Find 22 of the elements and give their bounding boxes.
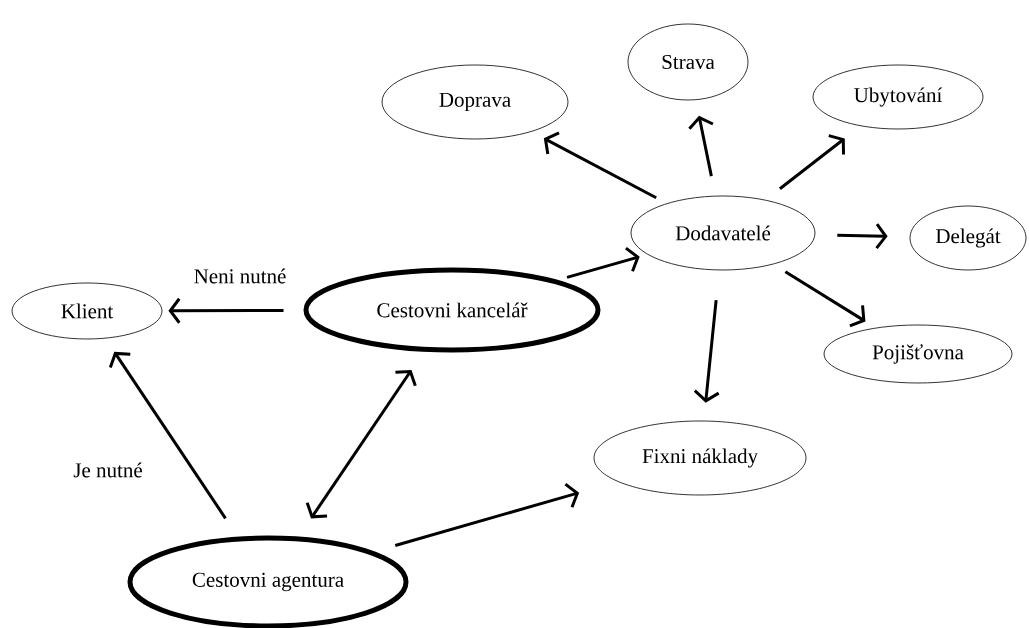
arrow [168, 297, 284, 324]
arrow [394, 482, 580, 547]
edge-label: Neni nutné [192, 267, 288, 285]
arrow [784, 270, 866, 328]
ellipse-node: Ubytování [812, 64, 984, 130]
arrow [543, 131, 657, 200]
ellipse-node: Strava [627, 23, 749, 101]
ellipse-node: Fixni náklady [593, 420, 807, 496]
ellipse-node: Cestovni kancelář [303, 267, 601, 353]
ellipse-node: Klient [11, 282, 163, 340]
arrow [778, 134, 846, 190]
arrow [693, 300, 720, 403]
ellipse-node: Delegát [909, 205, 1027, 271]
ellipse-node: Doprava [381, 64, 569, 140]
arrow [837, 223, 888, 250]
arrow [108, 351, 227, 520]
arrow [688, 115, 714, 177]
arrow [305, 369, 417, 519]
arrow [566, 246, 640, 279]
ellipse-node: Pojišťovna [823, 324, 1013, 384]
ellipse-node: Dodavatelé [630, 195, 816, 271]
edge-label: Je nutné [72, 461, 144, 479]
